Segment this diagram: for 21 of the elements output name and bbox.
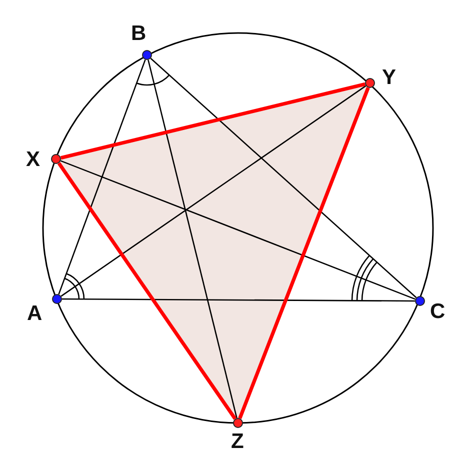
point-dot — [142, 50, 152, 60]
point-label: A — [27, 303, 42, 325]
point-label: Y — [382, 67, 396, 89]
line-segment — [58, 59, 146, 295]
line-segment — [150, 58, 417, 298]
point-dot — [233, 418, 243, 428]
point-dot — [51, 154, 61, 164]
line-segment — [148, 60, 238, 418]
point-label: B — [131, 23, 146, 45]
line-segment — [60, 160, 416, 300]
point-dot — [52, 294, 62, 304]
line-segment — [62, 298, 415, 302]
line-segment — [60, 82, 366, 160]
line-segment — [238, 87, 370, 419]
point-dot — [365, 78, 375, 88]
point-label: X — [26, 149, 40, 171]
point-label: Z — [231, 431, 244, 453]
line-segment — [60, 85, 366, 297]
point-dot — [415, 296, 425, 306]
point-label: C — [430, 301, 446, 323]
line-segment — [57, 162, 237, 420]
